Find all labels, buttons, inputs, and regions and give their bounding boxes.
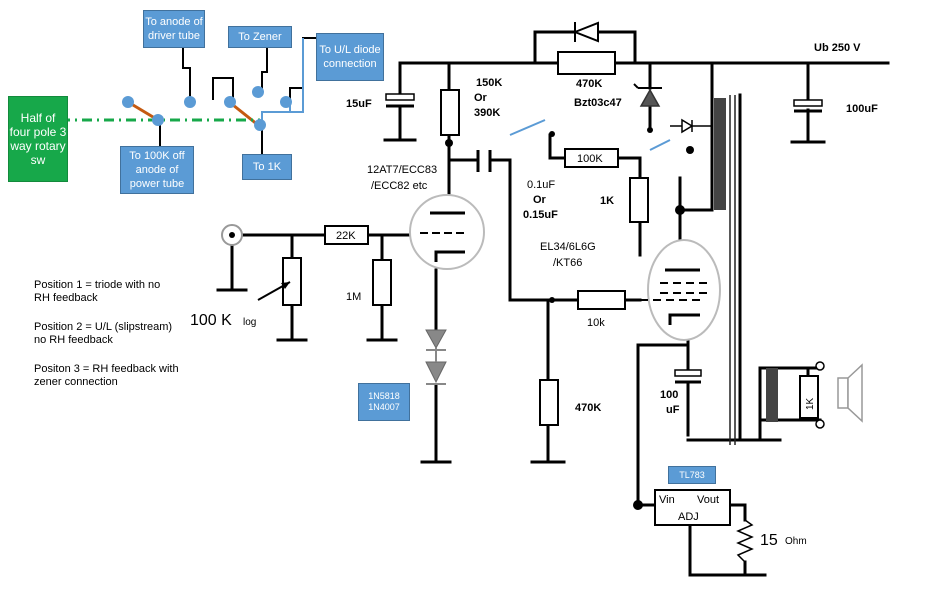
label-cap-a: 0.1uF bbox=[527, 179, 555, 191]
ul-switch bbox=[649, 139, 671, 151]
label-driver-tube-b: /ECC82 etc bbox=[371, 180, 428, 192]
cap-coupling bbox=[476, 150, 492, 172]
note-position-1: Position 1 = triode with no RH feedback bbox=[34, 279, 161, 304]
label-cath-cap-b: uF bbox=[666, 404, 680, 416]
switch-wiring bbox=[60, 37, 316, 155]
resistor-470k-top bbox=[557, 51, 616, 75]
label-reg-vin: Vin bbox=[659, 494, 675, 506]
input-jack-icon bbox=[221, 224, 243, 246]
zener-diode bbox=[633, 83, 662, 107]
label-power-tube-a: EL34/6L6G bbox=[540, 241, 596, 253]
switch-description-box: Half of four pole 3 way rotary sw bbox=[8, 96, 68, 182]
label-zener: Bzt03c47 bbox=[574, 97, 622, 109]
label-22k: 22K bbox=[336, 230, 356, 242]
speaker-icon bbox=[815, 361, 863, 429]
feedback-switch bbox=[509, 119, 546, 136]
to-anode-driver-box: To anode of driver tube bbox=[143, 10, 205, 48]
output-transformer-secondary bbox=[766, 368, 778, 422]
label-470k-grid: 470K bbox=[575, 402, 601, 414]
diode-part-box: 1N5818 1N4007 bbox=[358, 383, 410, 421]
to-1k-box: To 1K bbox=[242, 154, 292, 180]
label-reg-adj: ADJ bbox=[678, 511, 699, 523]
resistor-15-ohm bbox=[736, 519, 754, 563]
label-1k: 1K bbox=[600, 195, 614, 207]
resistor-10k bbox=[577, 290, 626, 310]
label-100k-feedback: 100K bbox=[577, 153, 603, 165]
label-15-ohm-unit: Ohm bbox=[785, 536, 807, 547]
label-390k: 390K bbox=[474, 107, 500, 119]
label-cap-c: 0.15uF bbox=[523, 209, 558, 221]
potentiometer bbox=[282, 257, 302, 306]
label-driver-tube-a: 12AT7/ECC83 bbox=[367, 164, 437, 176]
cathode-diodes bbox=[425, 329, 447, 385]
resistor-22k bbox=[324, 225, 369, 245]
label-pot-value: 100 K bbox=[190, 312, 232, 329]
resistors bbox=[282, 51, 819, 426]
to-zener-box: To Zener bbox=[228, 26, 292, 48]
junction-dots bbox=[445, 127, 694, 510]
label-cath-cap-a: 100 bbox=[660, 389, 678, 401]
label-pot-taper: log bbox=[243, 317, 256, 328]
resistor-470k-grid bbox=[539, 379, 559, 426]
resistor-1m bbox=[372, 259, 392, 306]
to-100k-box: To 100K off anode of power tube bbox=[120, 146, 194, 194]
resistor-150k bbox=[440, 89, 460, 136]
label-470k-top: 470K bbox=[576, 78, 602, 90]
label-100uf: 100uF bbox=[846, 103, 878, 115]
label-15uf: 15uF bbox=[346, 98, 372, 110]
regulator-part-box: TL783 bbox=[668, 466, 716, 484]
label-150k-or: Or bbox=[474, 92, 488, 104]
diode-ul bbox=[670, 118, 712, 134]
label-cap-b: Or bbox=[533, 194, 547, 206]
label-reg-vout: Vout bbox=[697, 494, 719, 506]
power-pentode bbox=[640, 239, 721, 341]
note-position-2: Position 2 = U/L (slipstream) no RH feed… bbox=[34, 321, 173, 346]
resistor-1k bbox=[629, 177, 649, 223]
supply-label: Ub 250 V bbox=[814, 42, 861, 54]
label-150k: 150K bbox=[476, 77, 502, 89]
label-1m: 1M bbox=[346, 291, 361, 303]
driver-triode bbox=[409, 194, 485, 270]
output-transformer-primary bbox=[714, 98, 726, 210]
diode-top bbox=[572, 21, 599, 43]
wiring bbox=[216, 30, 890, 577]
label-power-tube-b: /KT66 bbox=[553, 257, 582, 269]
resistor-1k-speaker bbox=[799, 375, 819, 419]
regulator-body bbox=[654, 489, 731, 526]
resistor-100k-feedback bbox=[564, 148, 619, 168]
label-speaker-1k: 1K bbox=[805, 397, 816, 410]
label-15-ohm-value: 15 bbox=[760, 532, 778, 549]
note-position-3: Positon 3 = RH feedback with zener conne… bbox=[34, 363, 179, 388]
to-ul-diode-box: To U/L diode connection bbox=[316, 33, 384, 81]
label-10k: 10k bbox=[587, 317, 605, 329]
